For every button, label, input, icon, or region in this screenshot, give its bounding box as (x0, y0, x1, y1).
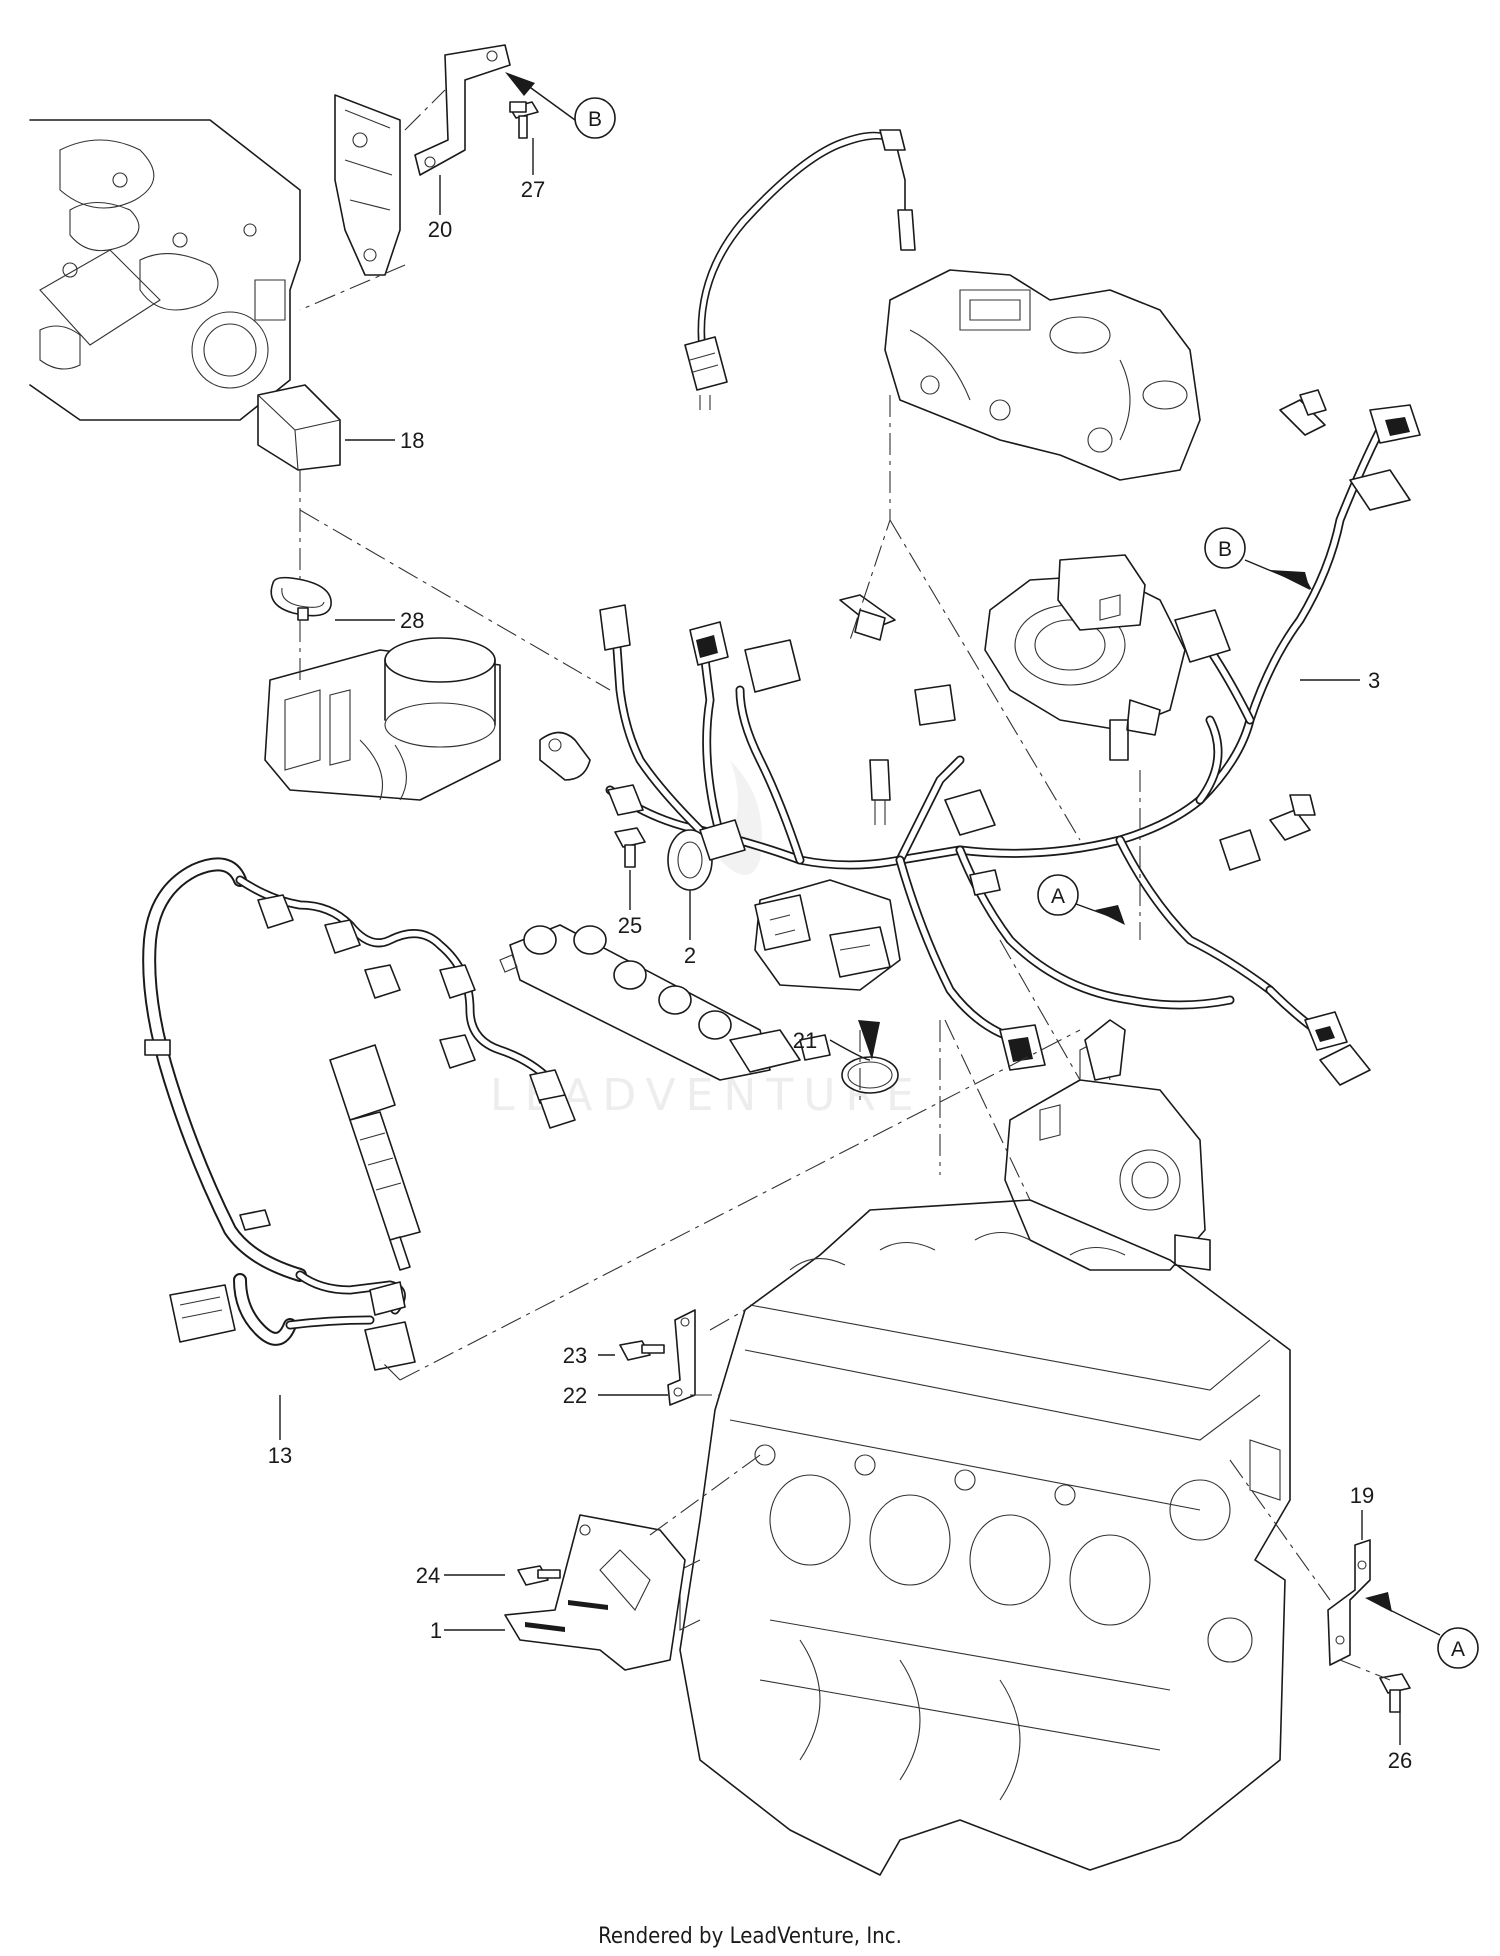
injector-illustration (329, 1044, 421, 1271)
part-21-ring (841, 1056, 899, 1094)
callout-21: 21 (793, 1028, 817, 1053)
callout-2: 2 (684, 943, 696, 968)
callout-27: 27 (521, 177, 545, 202)
ref-b-right-label: B (1218, 538, 1232, 561)
part-1-bracket (504, 1514, 686, 1671)
ref-a-mid: A (1037, 874, 1079, 916)
callout-28: 28 (400, 608, 424, 633)
arrowheads (505, 72, 1392, 1612)
temperature-sensor-lead-illustration (684, 129, 916, 410)
callout-18: 18 (400, 428, 424, 453)
part-19-bracket (1327, 1539, 1371, 1666)
lifting-bracket-illustration (334, 94, 401, 276)
cylinder-head-illustration (29, 119, 301, 421)
callout-19: 19 (1350, 1483, 1374, 1508)
part-18-cover (257, 384, 341, 471)
assembly-lines (299, 89, 1391, 1681)
fuel-pump-illustration (1004, 1019, 1211, 1271)
engine-block-illustration (679, 1199, 1291, 1876)
callout-20: 20 (428, 217, 452, 242)
part-23-bolt (619, 1340, 665, 1361)
ref-b-top: B (574, 97, 616, 139)
footer-credit: Rendered by LeadVenture, Inc. (598, 1924, 902, 1949)
callout-13: 13 (268, 1443, 292, 1468)
part-28-clip (270, 576, 332, 621)
part-25-bolt (614, 827, 646, 868)
ref-b-right: B (1204, 527, 1246, 569)
ref-a-mid-label: A (1051, 885, 1065, 908)
egr-housing-illustration (884, 269, 1201, 481)
callout-24: 24 (416, 1563, 440, 1588)
callout-23: 23 (563, 1343, 587, 1368)
callout-3: 3 (1368, 668, 1380, 693)
fuel-rail-illustration (499, 924, 831, 1081)
part-22-bracket (667, 1309, 696, 1406)
part-24-bolt (517, 1565, 561, 1586)
throttle-body-illustration (264, 637, 501, 801)
callout-1: 1 (430, 1618, 442, 1643)
part-26-bolt (1379, 1673, 1411, 1713)
callout-labels: 20 27 18 28 25 2 3 21 23 22 13 24 1 19 2… (268, 177, 1412, 1773)
part-20-bracket (414, 44, 511, 176)
callout-22: 22 (563, 1383, 587, 1408)
callout-26: 26 (1388, 1748, 1412, 1773)
ref-a-right: A (1437, 1627, 1479, 1669)
main-wire-harness-illustration (539, 389, 1421, 1086)
ref-a-right-label: A (1451, 1638, 1465, 1661)
injector-harness-illustration (142, 857, 576, 1371)
ref-b-top-label: B (588, 108, 602, 131)
egr-valve-illustration (984, 554, 1186, 761)
part-27-bolt (509, 101, 539, 139)
callout-25: 25 (618, 913, 642, 938)
